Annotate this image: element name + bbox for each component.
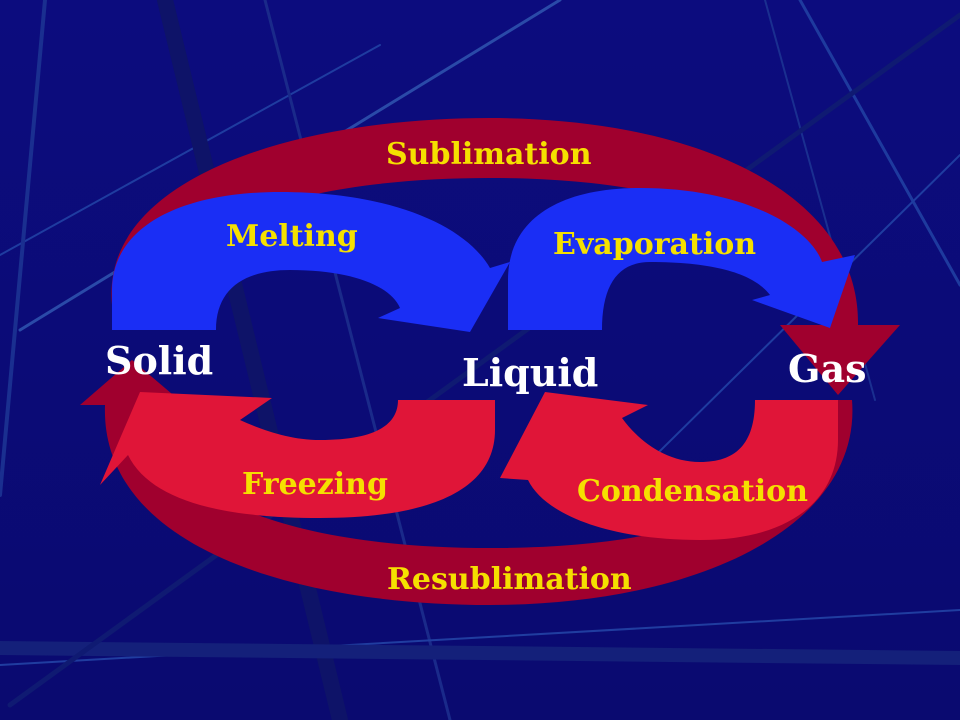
- melting-arrow: [112, 192, 510, 332]
- sublimation-label: Sublimation: [386, 137, 592, 172]
- melting-label: Melting: [226, 219, 358, 254]
- evaporation-arrow: [508, 188, 855, 330]
- condensation-label: Condensation: [577, 474, 808, 509]
- gas-label: Gas: [788, 346, 867, 391]
- resublimation-arrow: [80, 360, 853, 605]
- solid-label: Solid: [105, 338, 214, 383]
- condensation-arrow: [500, 392, 838, 540]
- liquid-label: Liquid: [462, 350, 599, 395]
- sublimation-arrow: [111, 118, 900, 395]
- freezing-arrow: [100, 392, 495, 518]
- resublimation-label: Resublimation: [387, 562, 632, 597]
- evaporation-label: Evaporation: [553, 227, 757, 262]
- freezing-label: Freezing: [242, 467, 388, 502]
